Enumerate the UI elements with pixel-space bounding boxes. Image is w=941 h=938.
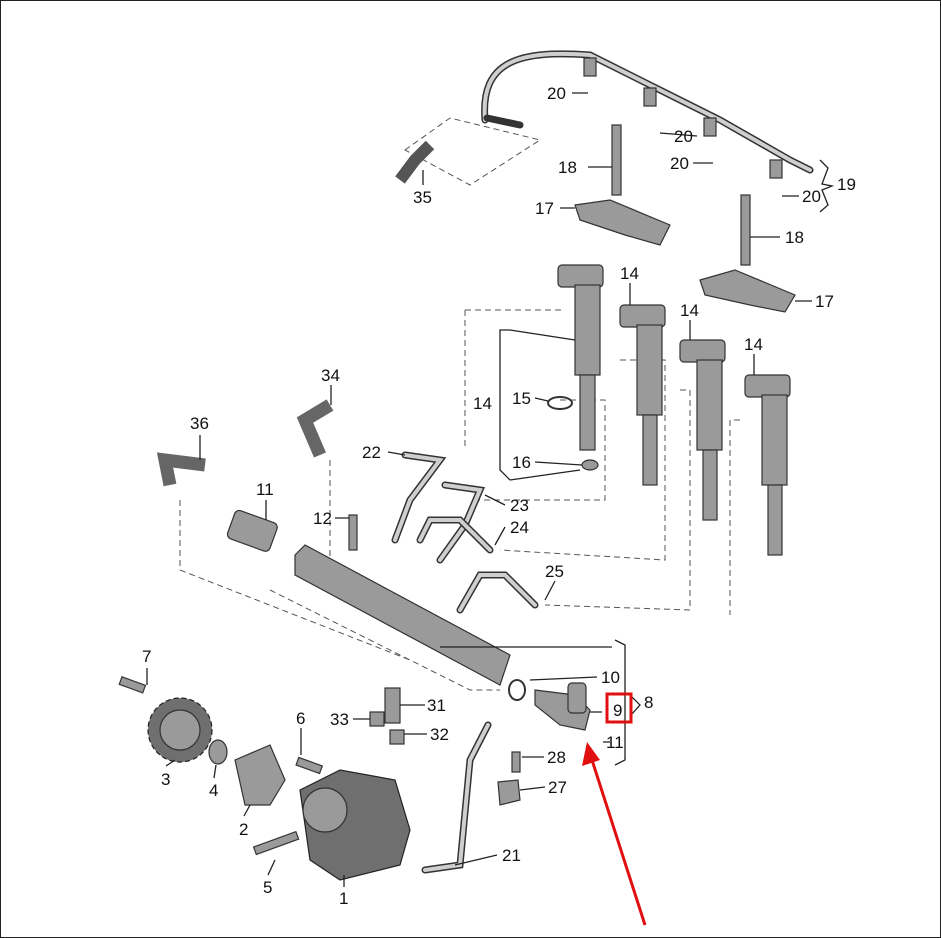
o-ring-10 bbox=[508, 679, 526, 701]
bolt-12 bbox=[348, 514, 358, 551]
hose-34 bbox=[296, 399, 334, 458]
label-35: 35 bbox=[413, 188, 432, 207]
label-34: 34 bbox=[321, 366, 340, 385]
washer-16 bbox=[581, 459, 599, 471]
label-14: 14 bbox=[620, 264, 639, 283]
clamp-17 bbox=[699, 269, 796, 313]
pressure-sensor-11 bbox=[226, 509, 278, 552]
label-20: 20 bbox=[670, 154, 689, 173]
highlight-box bbox=[605, 692, 633, 724]
washer-4 bbox=[208, 739, 228, 765]
hub-2 bbox=[234, 744, 286, 806]
leader-lines bbox=[146, 92, 835, 887]
injectors bbox=[557, 264, 791, 556]
label-17: 17 bbox=[535, 199, 554, 218]
label-1: 1 bbox=[339, 889, 348, 908]
seal-ring-15 bbox=[547, 396, 573, 410]
label-33: 33 bbox=[330, 710, 349, 729]
label-24: 24 bbox=[510, 518, 529, 537]
label-20: 20 bbox=[547, 84, 566, 103]
label-2: 2 bbox=[239, 820, 248, 839]
fuel-return-line bbox=[481, 50, 814, 179]
fitting-31 bbox=[384, 687, 401, 724]
label-14: 14 bbox=[744, 335, 763, 354]
label-18: 18 bbox=[558, 158, 577, 177]
label-14: 14 bbox=[473, 394, 492, 413]
label-4: 4 bbox=[209, 781, 218, 800]
bolt-7 bbox=[118, 676, 147, 694]
label-21: 21 bbox=[502, 846, 521, 865]
label-7: 7 bbox=[142, 647, 151, 666]
label-20: 20 bbox=[802, 187, 821, 206]
label-8: 8 bbox=[644, 693, 653, 712]
valve-connector bbox=[567, 682, 587, 714]
label-36: 36 bbox=[190, 414, 209, 433]
label-20: 20 bbox=[674, 127, 693, 146]
bracket-27 bbox=[497, 779, 521, 806]
label-32: 32 bbox=[430, 725, 449, 744]
callout-labels: 20 20 20 20 19 18 18 17 17 35 14 14 14 1… bbox=[142, 84, 856, 908]
label-31: 31 bbox=[427, 696, 446, 715]
clip-33 bbox=[369, 711, 385, 727]
dashed-assembly-lines bbox=[179, 117, 740, 691]
label-5: 5 bbox=[263, 878, 272, 897]
label-14: 14 bbox=[680, 301, 699, 320]
label-17: 17 bbox=[815, 292, 834, 311]
label-23: 23 bbox=[510, 496, 529, 515]
bolt-18 bbox=[611, 124, 622, 196]
label-6: 6 bbox=[296, 709, 305, 728]
label-19: 19 bbox=[837, 175, 856, 194]
high-pressure-lines bbox=[391, 451, 539, 614]
label-11: 11 bbox=[606, 733, 624, 752]
label-11: 11 bbox=[256, 480, 274, 499]
label-22: 22 bbox=[362, 443, 381, 462]
fuel-line-21 bbox=[423, 723, 490, 872]
bolt-5 bbox=[252, 830, 300, 856]
pump-flange bbox=[302, 787, 348, 833]
red-pointer-arrow bbox=[582, 742, 647, 926]
bolt-6 bbox=[295, 756, 324, 775]
label-16: 16 bbox=[512, 453, 531, 472]
clamp-17 bbox=[574, 199, 671, 246]
label-12: 12 bbox=[313, 509, 332, 528]
hose-35 bbox=[395, 140, 435, 184]
label-28: 28 bbox=[547, 748, 566, 767]
fuel-rail bbox=[294, 544, 511, 686]
label-3: 3 bbox=[161, 770, 170, 789]
label-9-highlighted: 9 bbox=[613, 701, 622, 720]
label-15: 15 bbox=[512, 389, 531, 408]
clip-32 bbox=[389, 729, 405, 745]
sprocket-hub bbox=[159, 709, 201, 751]
label-27: 27 bbox=[548, 778, 567, 797]
bolt-28 bbox=[511, 751, 521, 773]
hose-36 bbox=[156, 452, 206, 487]
bolt-18 bbox=[740, 194, 751, 266]
label-18: 18 bbox=[785, 228, 804, 247]
label-25: 25 bbox=[545, 562, 564, 581]
label-10: 10 bbox=[601, 668, 620, 687]
